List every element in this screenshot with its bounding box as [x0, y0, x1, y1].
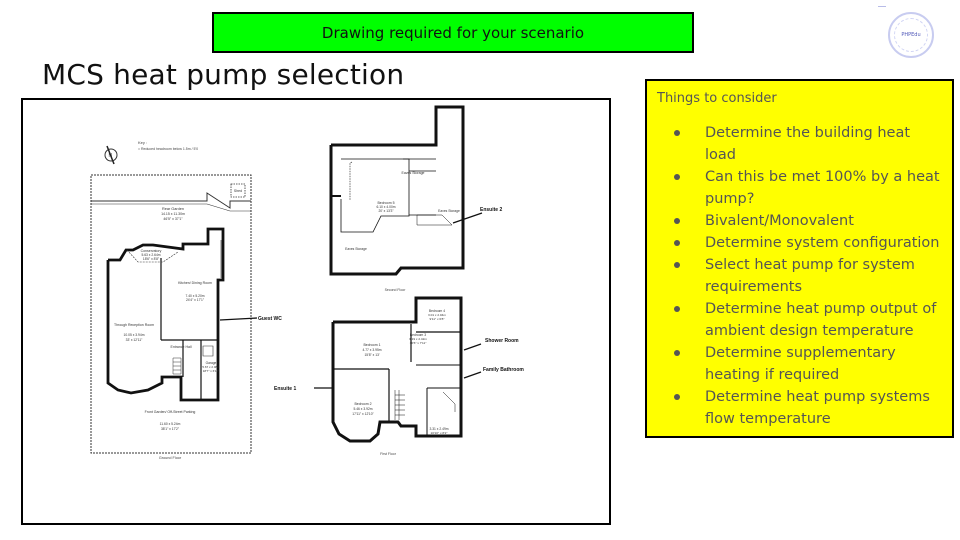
callout-family-bathroom: Family Bathroom	[483, 367, 524, 373]
callout-shower-room: Shower Room	[485, 338, 519, 344]
svg-text:11.60 x 5.24m: 11.60 x 5.24m	[160, 422, 181, 426]
bullet-icon	[674, 130, 680, 136]
consider-item: Bivalent/Monovalent	[657, 210, 942, 232]
bullet-icon	[674, 394, 680, 400]
room-eaves-storage-left: Eaves Storage	[345, 247, 367, 251]
svg-text:24'4" x 17'1": 24'4" x 17'1"	[186, 298, 205, 302]
svg-text:7.40 x 5.20m: 7.40 x 5.20m	[185, 294, 204, 298]
ground-floor-label: Ground Floor	[159, 456, 182, 460]
svg-text:14.15 x 11.30m: 14.15 x 11.30m	[161, 212, 185, 216]
logo-dash	[878, 6, 886, 7]
logo-gear-icon: PHPEdu	[894, 18, 928, 52]
svg-text:4.77 x 3.95m: 4.77 x 3.95m	[362, 348, 381, 352]
svg-text:38'1" x 17'2": 38'1" x 17'2"	[161, 427, 180, 431]
things-to-consider-panel: Things to consider Determine the buildin…	[645, 79, 954, 438]
bullet-icon	[674, 240, 680, 246]
svg-text:20' x 13'3": 20' x 13'3"	[378, 209, 394, 213]
callout-ensuite-1: Ensuite 1	[274, 386, 296, 392]
svg-text:5.46 x 3.92m: 5.46 x 3.92m	[353, 407, 372, 411]
svg-text:3.01 x 2.04m: 3.01 x 2.04m	[428, 313, 446, 317]
banner-text: Drawing required for your scenario	[321, 23, 585, 42]
room-bedroom-3: Bedroom 3	[410, 333, 426, 337]
room-entrance-hall: Entrance Hall	[170, 345, 191, 349]
second-floor-label: Second Floor	[385, 288, 407, 292]
svg-text:17'11" x 12'10": 17'11" x 12'10"	[352, 412, 374, 416]
svg-text:46'5" x 37'1": 46'5" x 37'1"	[163, 217, 183, 221]
compass-icon: N	[104, 145, 118, 165]
svg-text:6.10 x 4.00m: 6.10 x 4.00m	[376, 205, 395, 209]
room-bedroom-1: Bedroom 1	[363, 343, 380, 347]
first-floor-plan	[331, 296, 463, 443]
floorplan-drawing: Key : = Reduced headroom below 1.5m / 5'…	[90, 105, 524, 460]
svg-text:10'6" x 7'11": 10'6" x 7'11"	[410, 341, 427, 345]
bullet-icon	[674, 306, 680, 312]
room-reception: Through Reception Room	[114, 323, 154, 327]
room-kitchen: Kitchen/ Dining Room	[178, 281, 212, 285]
room-garage: Garage	[206, 361, 217, 365]
consider-item: Determine heat pump output of ambient de…	[657, 298, 942, 342]
svg-text:15'8" x 13': 15'8" x 13'	[364, 353, 379, 357]
svg-text:5.63 x 2.64m: 5.63 x 2.64m	[141, 253, 160, 257]
floorplan-frame: Key : = Reduced headroom below 1.5m / 5'…	[21, 98, 611, 525]
consider-list: Determine the building heat load Can thi…	[657, 122, 942, 430]
consider-item: Can this be met 100% by a heat pump?	[657, 166, 942, 210]
svg-text:33' x 12'11": 33' x 12'11"	[126, 338, 143, 342]
bullet-icon	[674, 174, 680, 180]
ground-floor-plan	[90, 174, 252, 454]
first-floor-label: First Floor	[380, 452, 397, 456]
second-floor-plan	[329, 105, 465, 276]
logo-text: PHPEdu	[901, 32, 921, 38]
page-title: MCS heat pump selection	[42, 58, 405, 91]
room-front-garden: Front Garden/ Off-Street Parking	[145, 410, 196, 414]
key-item: = Reduced headroom below 1.5m / 5'0	[138, 147, 198, 151]
consider-item: Determine heat pump systems flow tempera…	[657, 386, 942, 430]
room-shed: Shed	[234, 189, 242, 193]
room-bedroom-5: Bedroom 5	[377, 201, 394, 205]
room-bedroom-4: Bedroom 4	[429, 309, 445, 313]
callout-guest-wc: Guest WC	[258, 316, 282, 322]
room-bedroom-2: Bedroom 2	[354, 402, 371, 406]
room-eaves-storage-right: Eaves Storage	[438, 209, 460, 213]
svg-text:9'11" x 6'8": 9'11" x 6'8"	[429, 317, 444, 321]
bullet-icon	[674, 350, 680, 356]
svg-text:3.19 x 2.42m: 3.19 x 2.42m	[409, 337, 427, 341]
consider-heading: Things to consider	[657, 91, 777, 106]
svg-text:10'10" x 8'2": 10'10" x 8'2"	[431, 431, 448, 435]
consider-item: Determine supplementary heating if requi…	[657, 342, 942, 386]
svg-text:18'6" x 8'8": 18'6" x 8'8"	[143, 257, 160, 261]
callout-ensuite-2: Ensuite 2	[480, 207, 502, 213]
bullet-icon	[674, 218, 680, 224]
room-eaves-storage-top: Eaves Storage	[402, 171, 425, 175]
room-rear-garden: Rear Garden	[162, 207, 184, 211]
svg-text:5.67 x 2.08m: 5.67 x 2.08m	[202, 365, 220, 369]
room-conservatory: Conservatory	[141, 249, 162, 253]
svg-text:10.05 x 3.94m: 10.05 x 3.94m	[124, 333, 145, 337]
consider-item: Select heat pump for system requirements	[657, 254, 942, 298]
compass-label: N	[109, 153, 113, 159]
key-label: Key :	[138, 140, 147, 145]
consider-item: Determine system configuration	[657, 232, 942, 254]
consider-item: Determine the building heat load	[657, 122, 942, 166]
scenario-banner: Drawing required for your scenario	[212, 12, 694, 53]
bullet-icon	[674, 262, 680, 268]
svg-text:18'7" x 6'10": 18'7" x 6'10"	[203, 369, 219, 373]
room-bedroom-small: 3.31 x 2.49m	[429, 427, 448, 431]
logo: PHPEdu	[888, 12, 934, 58]
